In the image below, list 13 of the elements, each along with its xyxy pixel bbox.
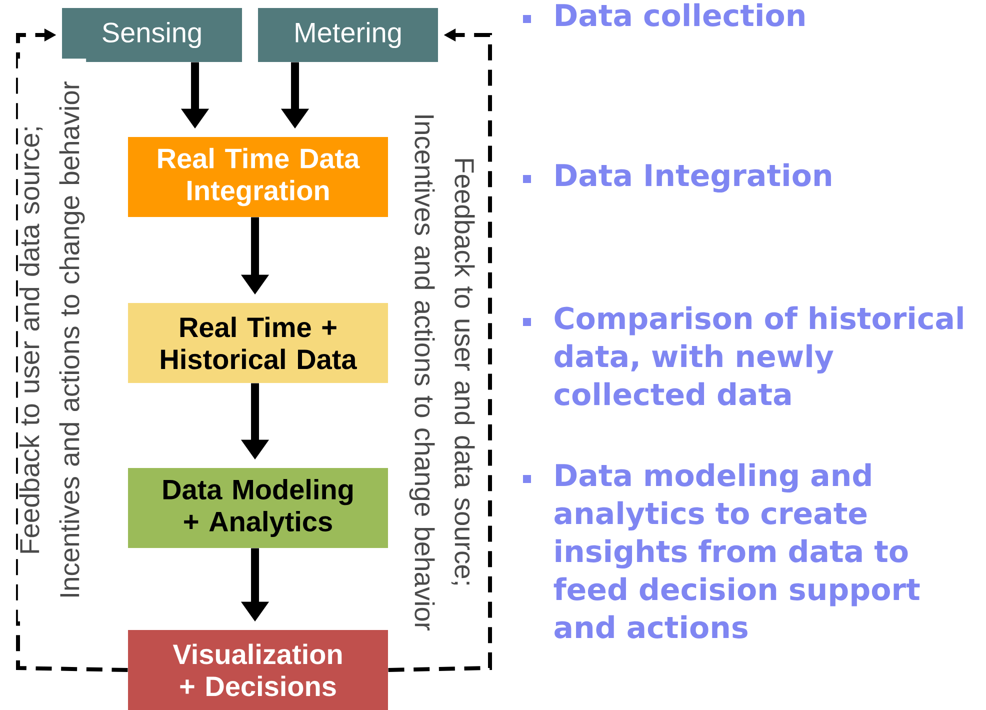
bullet-text: Data collection <box>556 3 804 26</box>
process-box: Metering <box>258 8 438 62</box>
process-box: Real Time Data Integration <box>128 137 388 217</box>
bullet-text: Comparison of historical data, with newly collected data <box>554 306 963 406</box>
process-box: Visualization + Decisions <box>128 630 388 710</box>
process-box: Real Time + Historical Data <box>128 303 388 383</box>
dashed-arrow <box>16 28 128 672</box>
bullet-text: Data Integration <box>556 163 831 193</box>
bullet-text: Data modeling and analytics to create insights from data to feed decision support and actions <box>554 463 920 638</box>
process-box: Data Modeling + Analytics <box>128 468 388 548</box>
edge-label: Feedback to user and data source; Incentives and actions to change behavior <box>19 81 85 597</box>
process-box: Sensing <box>62 8 242 62</box>
edge-label: Feedback to user and data source; Incentives and actions to change behavior <box>409 115 475 631</box>
